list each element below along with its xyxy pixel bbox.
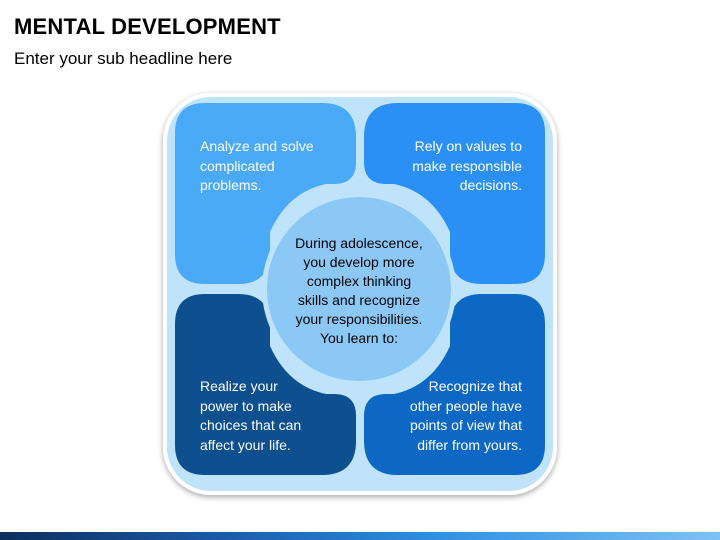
box-top-left [175, 103, 356, 284]
center-text: During adolescence, you develop more com… [295, 235, 423, 346]
box-bottom-left [175, 294, 356, 475]
box-top-right-text: Rely on values to make responsible decis… [412, 138, 522, 193]
page-title: MENTAL DEVELOPMENT [14, 14, 281, 39]
box-bottom-left-text: Realize your power to make choices that … [200, 378, 302, 453]
box-bottom-right [364, 294, 545, 475]
page-subtitle: Enter your sub headline here [14, 49, 233, 68]
box-top-left-text: Analyze and solve complicated problems. [200, 138, 314, 193]
box-bottom-right-text: Recognize that other people have points … [409, 378, 522, 453]
box-top-right [364, 103, 545, 284]
bottom-accent-bar [0, 532, 720, 540]
center-circle-fill [267, 197, 451, 381]
